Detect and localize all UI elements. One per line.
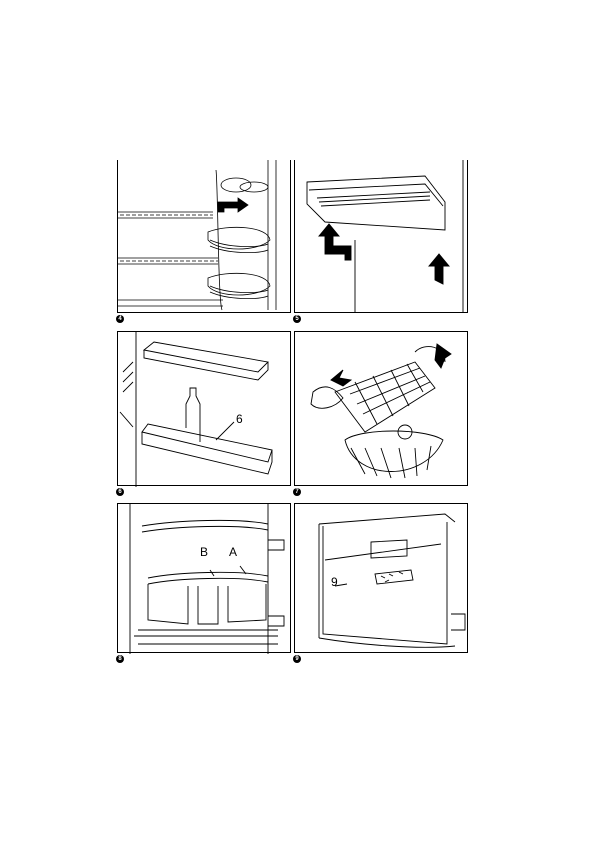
callout-label-b: B <box>200 545 209 559</box>
ice-tray-illustration <box>310 343 452 479</box>
figure-frame: 9 <box>294 503 468 653</box>
figure-number: 8 <box>116 655 124 663</box>
figure-frame <box>294 331 468 486</box>
freezer-panel-illustration <box>318 513 466 648</box>
figure-frame: 6 <box>117 331 291 487</box>
figure-number: 7 <box>293 488 301 496</box>
bottle-rack-illustration <box>119 332 273 487</box>
figure-frame <box>294 160 468 313</box>
callout-label: 6 <box>236 412 243 426</box>
figure-number: 5 <box>293 315 301 323</box>
fridge-shelves-illustration <box>118 160 277 311</box>
figure-number: 6 <box>116 488 124 496</box>
callout-label-a: A <box>229 545 238 559</box>
figure-frame <box>117 160 291 313</box>
fridge-interior-illustration <box>129 504 285 654</box>
figure-frame: B A <box>117 503 291 654</box>
callout-label-9: 9 <box>331 575 338 589</box>
figure-number: 4 <box>116 315 124 323</box>
door-shelf-illustration <box>306 160 464 313</box>
figure-number: 9 <box>293 655 301 663</box>
